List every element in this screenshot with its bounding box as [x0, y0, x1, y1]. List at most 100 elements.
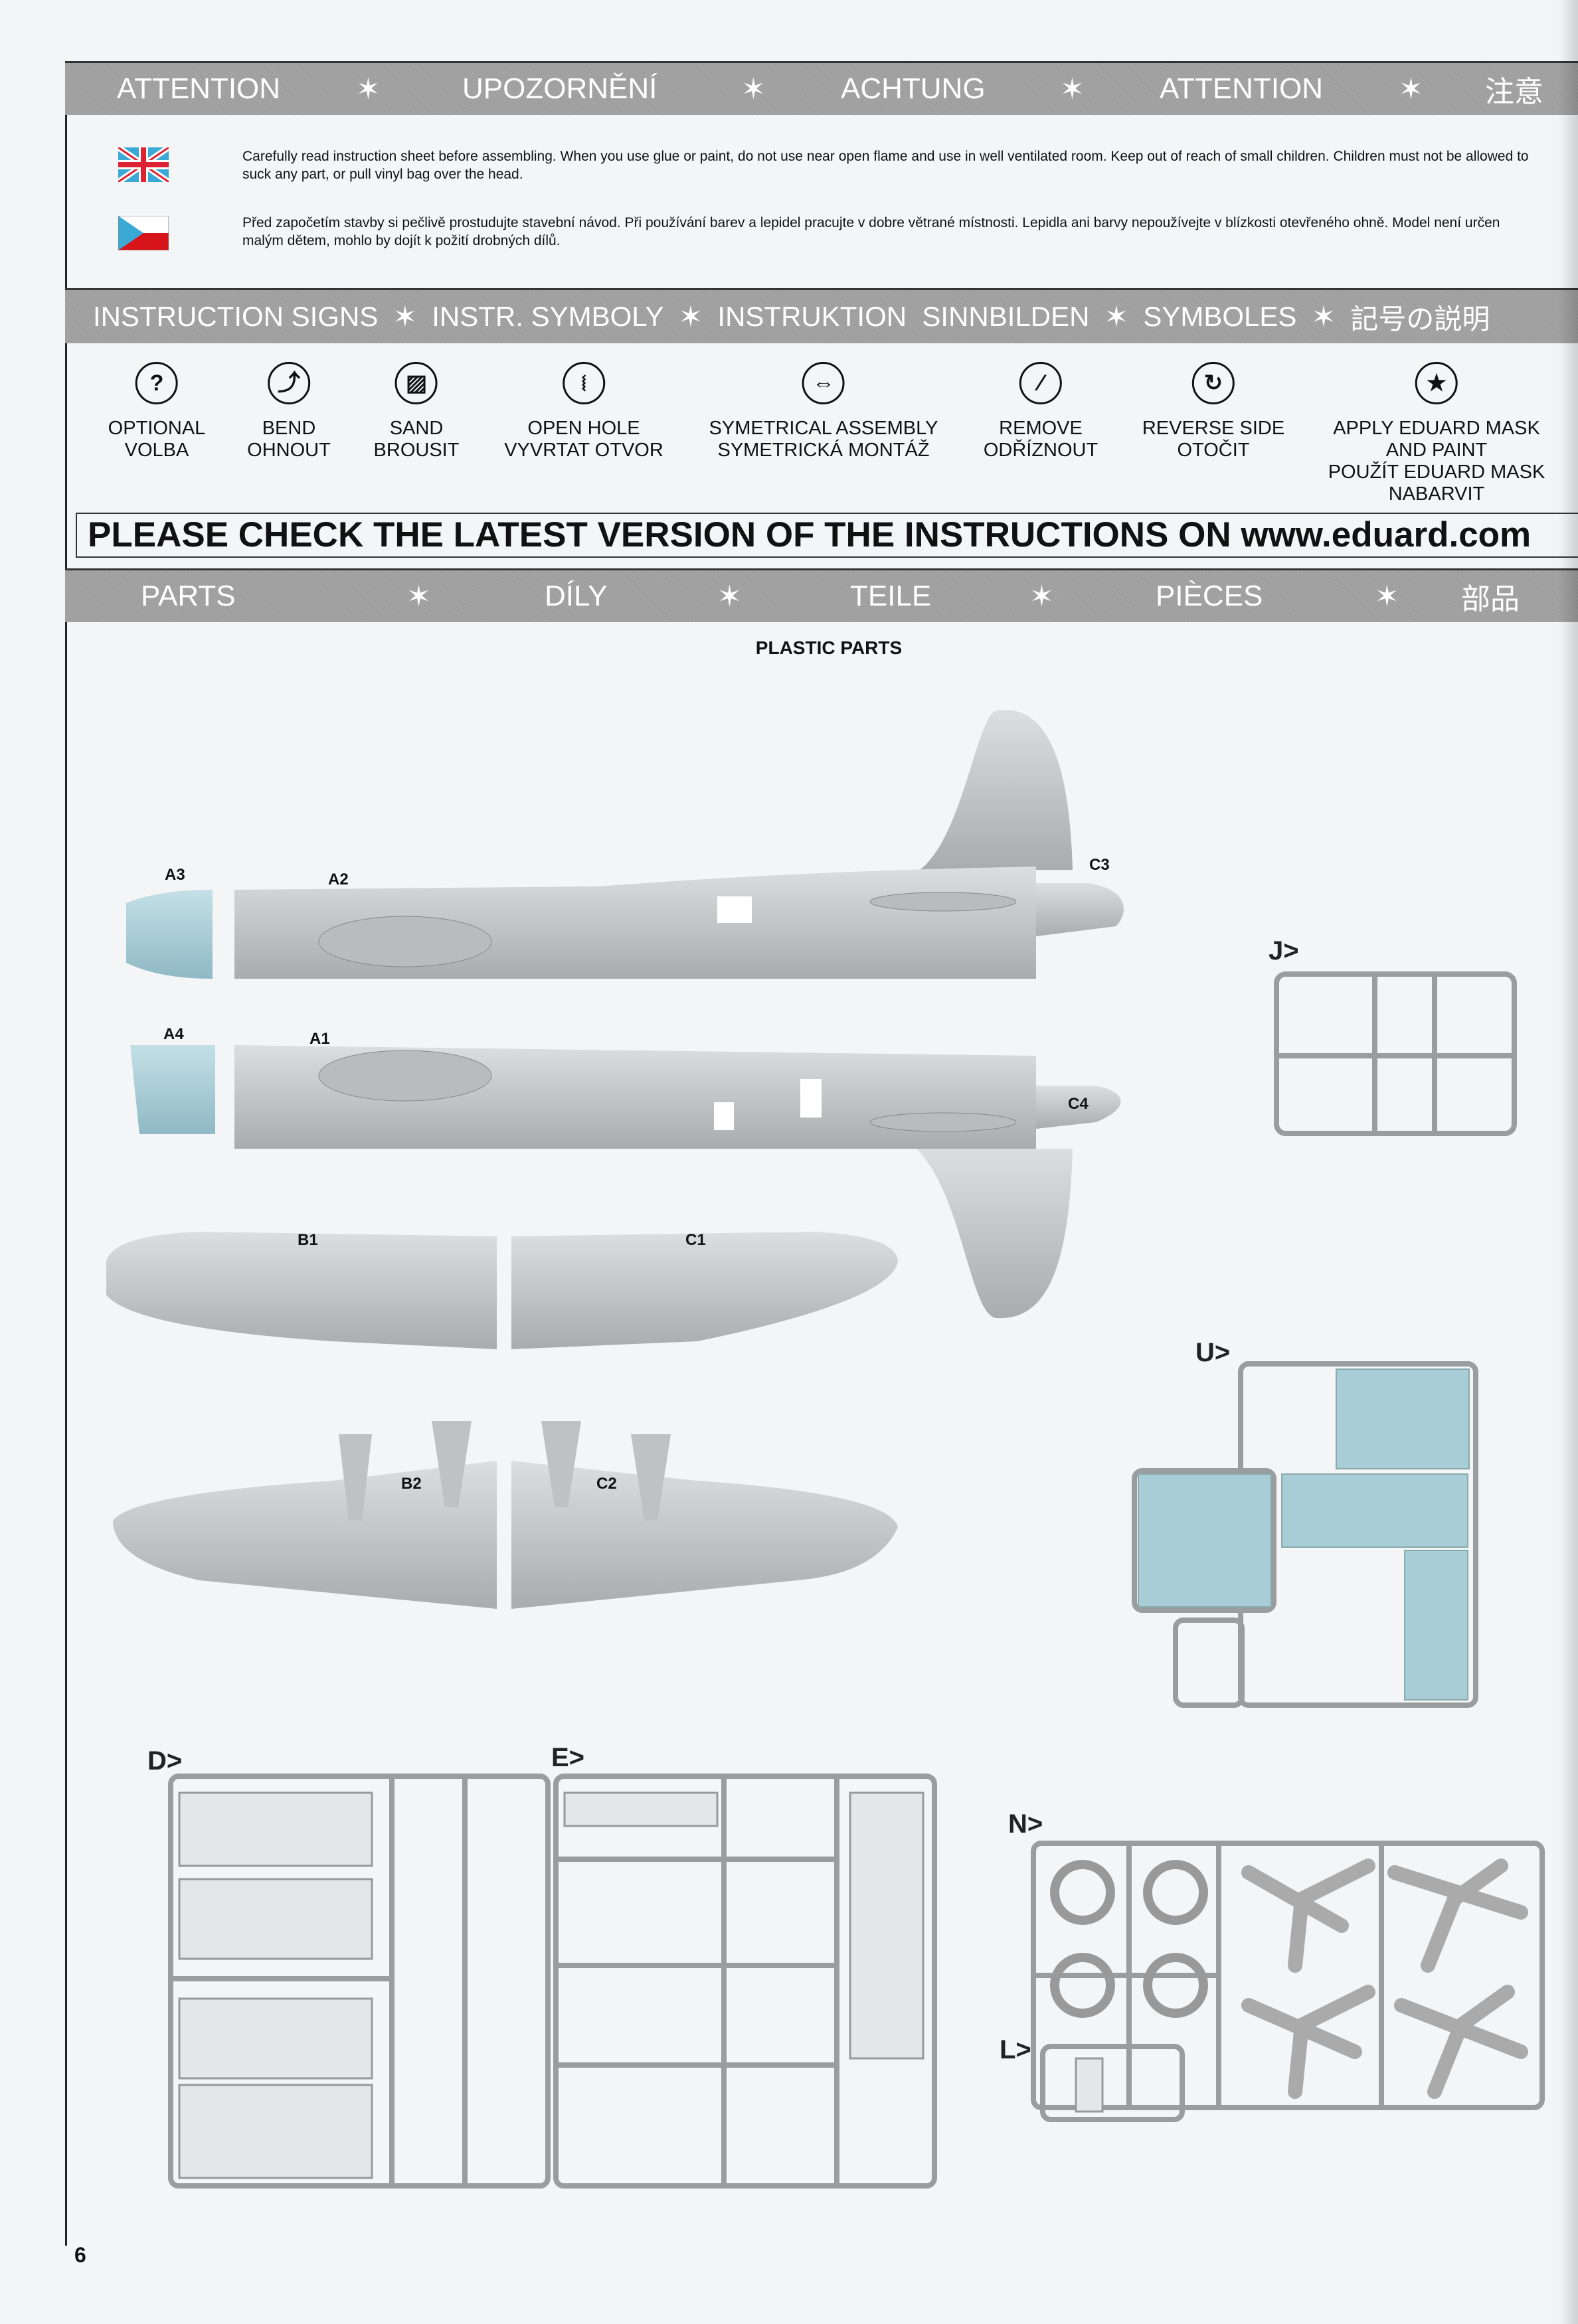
latest-version-notice: PLEASE CHECK THE LATEST VERSION OF THE I…	[76, 513, 1578, 558]
sign-label: NABARVIT	[1388, 483, 1485, 505]
sign-label: APPLY EDUARD MASK	[1333, 418, 1540, 439]
sign-label: SYMETRICKÁ MONTÁŽ	[717, 440, 930, 461]
sprue-e	[553, 1774, 937, 2189]
star-icon: ✶	[1060, 72, 1085, 106]
fuselage-a1	[234, 1045, 1121, 1319]
label-a4: A4	[163, 1025, 184, 1043]
star-icon: ✶	[678, 300, 703, 333]
star-icon: ✶	[1029, 580, 1054, 613]
sprue-l	[1040, 2044, 1185, 2122]
signs-fr: SYMBOLES	[1143, 301, 1297, 332]
sprue-l-label: L>	[1000, 2035, 1031, 2064]
parts-cz: DÍLY	[545, 580, 608, 612]
sign-label: POUŽÍT EDUARD MASK	[1328, 461, 1545, 483]
sign-label: OPEN HOLE	[527, 418, 640, 439]
sign-label: SYMETRICAL ASSEMBLY	[709, 418, 938, 439]
sign-label: AND PAINT	[1385, 440, 1488, 461]
sign-label: BEND	[262, 418, 316, 439]
label-a1: A1	[309, 1030, 330, 1048]
nose-a4	[130, 1045, 215, 1134]
mask-star-icon: ★	[1415, 362, 1458, 404]
page-edge-shadow	[1558, 0, 1578, 2324]
signs-jp: 記号の説明	[1350, 303, 1490, 335]
wing-b2	[113, 1461, 497, 1609]
star-icon: ✶	[356, 72, 381, 106]
sign-label: ODŘÍZNOUT	[983, 440, 1098, 461]
signs-de: INSTRUKTION SINNBILDEN	[717, 301, 1090, 332]
sign-label: REVERSE SIDE	[1142, 418, 1285, 439]
sign-label: OPTIONAL	[108, 418, 206, 439]
parts-header: PARTS ✶ DÍLY ✶ TEILE ✶ PIÈCES ✶ 部品	[65, 568, 1578, 622]
sprue-u-label: U>	[1195, 1338, 1230, 1367]
star-icon: ✶	[406, 580, 431, 613]
label-c2: C2	[596, 1475, 617, 1493]
sign-label: REMOVE	[999, 418, 1083, 439]
star-icon: ✶	[717, 580, 742, 613]
plastic-parts-title: PLASTIC PARTS	[755, 637, 903, 658]
sign-label: OTOČIT	[1177, 440, 1250, 461]
sprue-n-label: N>	[1008, 1809, 1043, 1839]
sign-label: BROUSIT	[373, 440, 460, 461]
attention-header: ATTENTION ✶ UPOZORNĚNÍ ✶ ACHTUNG ✶ ATTEN…	[65, 61, 1578, 115]
label-a3: A3	[165, 866, 185, 884]
sign-label: VOLBA	[124, 440, 189, 461]
page-frame	[65, 61, 1578, 2246]
page-number: 6	[74, 2243, 86, 2267]
drill-icon: ⧙	[563, 362, 605, 404]
star-icon: ✶	[1399, 72, 1423, 106]
star-icon: ✶	[393, 300, 418, 333]
label-c1: C1	[685, 1231, 706, 1249]
notice-czech: Před započetím stavby si pečlivě prostud…	[242, 215, 1500, 248]
question-icon: ?	[135, 362, 178, 404]
instruction-signs-header: INSTRUCTION SIGNS ✶ INSTR. SYMBOLY ✶ INSTR…	[65, 288, 1578, 343]
sand-file-icon: ▨	[395, 362, 438, 404]
attention-de: ACHTUNG	[841, 72, 986, 105]
star-icon: ✶	[1104, 300, 1129, 333]
parts-fr: PIÈCES	[1156, 580, 1263, 612]
sign-label: OHNOUT	[247, 440, 331, 461]
sprue-e-label: E>	[551, 1743, 584, 1772]
parts-en: PARTS	[141, 580, 236, 612]
attention-fr: ATTENTION	[1160, 72, 1324, 105]
label-c3: C3	[1089, 856, 1110, 874]
bend-arrow-icon: ⤴	[267, 362, 310, 404]
label-c4: C4	[1068, 1095, 1089, 1113]
fuselage-a2	[234, 710, 1124, 979]
signs-cz: INSTR. SYMBOLY	[432, 301, 664, 332]
notice-english: Carefully read instruction sheet before …	[242, 149, 1529, 182]
parts-jp: 部品	[1461, 583, 1520, 616]
knife-icon: ⁄	[1019, 362, 1062, 404]
czech-flag-icon	[118, 216, 169, 250]
uk-flag-icon	[118, 147, 169, 182]
signs-en: INSTRUCTION SIGNS	[93, 301, 379, 332]
attention-jp: 注意	[1485, 76, 1543, 108]
wing-c2	[511, 1461, 898, 1609]
sprue-d-label: D>	[147, 1746, 182, 1776]
wing-c1	[511, 1232, 898, 1349]
sign-label: VYVRTAT OTVOR	[504, 440, 663, 461]
nose-a3	[126, 890, 213, 979]
label-b2: B2	[401, 1475, 422, 1493]
attention-cz: UPOZORNĚNÍ	[462, 72, 658, 105]
symmetric-icon: ⇔	[802, 362, 845, 404]
reverse-icon: ↻	[1192, 362, 1235, 404]
star-icon: ✶	[741, 72, 766, 106]
wing-b1	[106, 1232, 497, 1349]
attention-en: ATTENTION	[117, 72, 281, 105]
engine-nacelles	[339, 1421, 671, 1521]
star-icon: ✶	[1375, 580, 1399, 613]
parts-de: TEILE	[850, 580, 932, 612]
star-icon: ✶	[1311, 300, 1336, 333]
label-b1: B1	[298, 1231, 318, 1249]
sprue-j-label: J>	[1269, 936, 1299, 965]
